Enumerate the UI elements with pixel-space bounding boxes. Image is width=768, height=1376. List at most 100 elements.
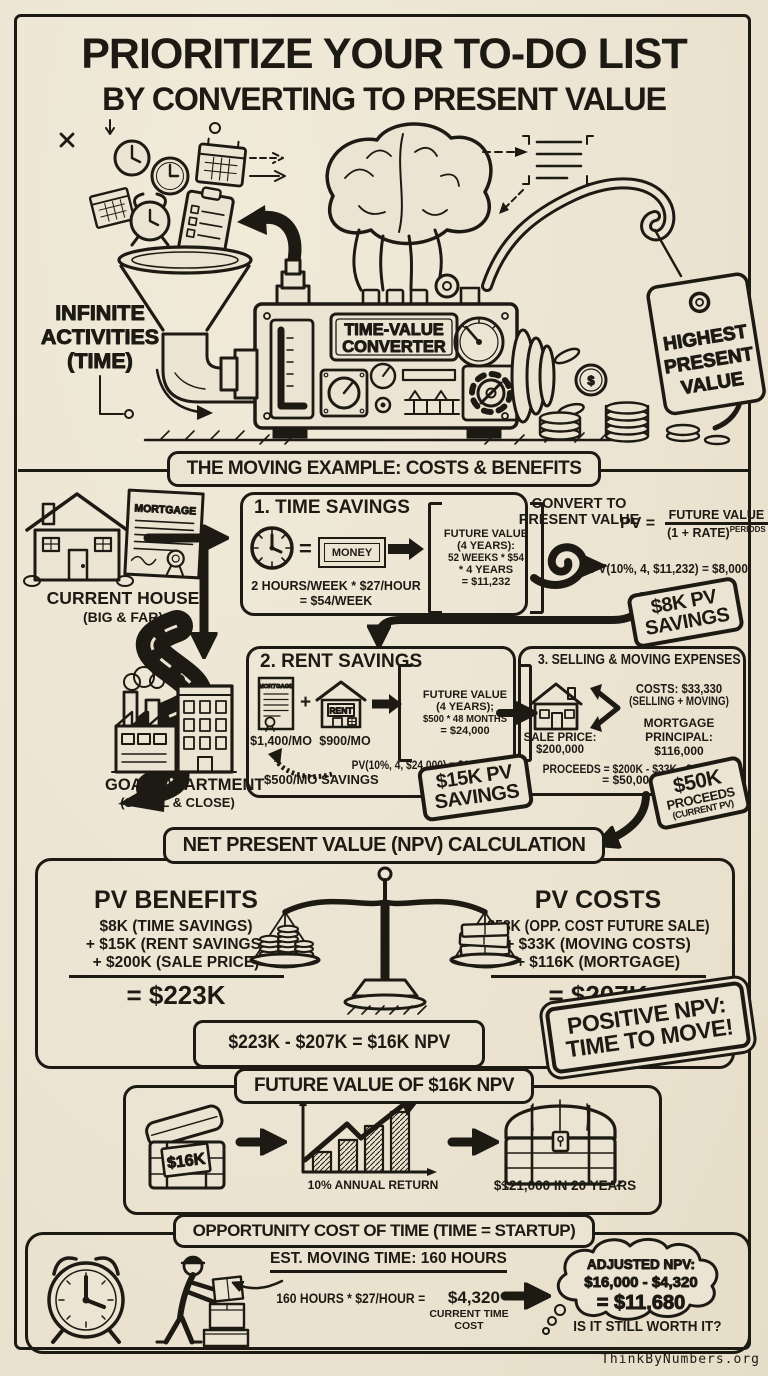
npv-equation-box: $223K - $207K = $16K NPV — [193, 1020, 485, 1068]
cloud-line1: ADJUSTED NPV: — [587, 1257, 695, 1272]
factory-icon — [114, 690, 178, 774]
down-arrow-icon — [105, 119, 115, 135]
current-house-label: CURRENT HOUSE — [46, 588, 200, 608]
time-future-value-bracket: FUTURE VALUE (4 YEARS): 52 WEEKS * $54 *… — [428, 502, 544, 614]
fv-line: = $11,232 — [461, 576, 511, 588]
convert-line1: CONVERT TO — [531, 496, 627, 512]
pv-benefits-title: PV BENEFITS — [94, 886, 258, 914]
pv-costs-title: PV COSTS — [534, 886, 662, 914]
arrow-icon — [249, 170, 286, 182]
note-line2: COST — [454, 1320, 484, 1332]
sale-price: SALE PRICE: $200,000 — [520, 732, 600, 756]
mortgage-doc-label: MORTGAGE — [134, 502, 196, 517]
dollar-coin-icon: $ — [587, 373, 595, 388]
fv-line: (4 YEARS): — [457, 540, 515, 552]
current-house-caption: CURRENT HOUSE (BIG & FAR) — [28, 588, 218, 625]
pv-lhs: PV = — [620, 515, 656, 533]
rent-amount: $900/MO — [319, 734, 371, 748]
pv-benefits: PV BENEFITS $8K (TIME SAVINGS) + $15K (R… — [46, 886, 306, 1011]
pv-benefits-total: = $223K — [126, 980, 226, 1010]
mortgage-line3: $116,000 — [654, 744, 704, 758]
pv-calc-text: PV(10%, 4, $11,232) = $8,000 — [590, 561, 748, 576]
goal-sublabel: (SMALL & CLOSE) — [120, 795, 235, 810]
moving-header-row: THE MOVING EXAMPLE: COSTS & BENEFITS — [0, 451, 768, 487]
smoke-icon — [123, 666, 185, 691]
house-icon — [23, 492, 134, 587]
small-chest-illustration: $16K — [145, 1104, 226, 1190]
road-arrowhead — [118, 776, 166, 812]
curved-back-arrow-icon — [268, 748, 333, 780]
cable-arrow — [237, 205, 302, 267]
benefit-line: $8K (TIME SAVINGS) — [99, 918, 253, 935]
doc-label: MORTGAGE — [259, 684, 293, 690]
knob-icon — [319, 368, 369, 418]
dot-icon — [209, 122, 221, 134]
alarm-clock-illustration — [47, 1256, 125, 1344]
opportunity-header-row: OPPORTUNITY COST OF TIME (TIME = STARTUP… — [0, 1214, 768, 1248]
mortgage-doc-icon: MORTGAGE — [257, 676, 295, 732]
current-house-illustration: MORTGAGE — [23, 488, 205, 587]
time-calc-line1: 2 HOURS/WEEK * $27/HOUR — [251, 579, 421, 593]
selling-title: 3. SELLING & MOVING EXPENSES — [537, 652, 741, 668]
dashed-notes — [482, 135, 594, 214]
funnel-label: INFINITE ACTIVITIES (TIME) — [40, 301, 213, 420]
npv-header-row: NET PRESENT VALUE (NPV) CALCULATION — [0, 827, 768, 864]
clock-icon — [113, 139, 151, 177]
goal-label: GOAL: APARTMENT — [105, 776, 265, 794]
rent-future-value-bracket: FUTURE VALUE (4 YEARS); $500 * 48 MONTHS… — [398, 664, 532, 762]
pv-denominator: (1 + RATE) — [667, 526, 730, 541]
hose — [481, 177, 683, 292]
annual-return-label: 10% ANNUAL RETURN — [307, 1178, 439, 1192]
benefit-line: + $15K (RENT SAVINGS) — [85, 936, 267, 953]
question-wrap: IS IT STILL WORTH IT? — [560, 1318, 735, 1336]
left-pan — [249, 911, 321, 969]
time-value-machine-illustration: INFINITE ACTIVITIES (TIME) — [40, 119, 766, 446]
benefit-line: + $200K (SALE PRICE) — [92, 954, 260, 971]
sale-house-icon — [529, 682, 583, 731]
future-result-label: $121,000 IN 20 YEARS — [493, 1178, 637, 1193]
machine-plate: TIME-VALUE CONVERTER — [329, 312, 459, 362]
balance-scale-illustration — [249, 866, 521, 1015]
cloud-line2: $16,000 - $4,320 — [584, 1274, 697, 1291]
money-plate: MONEY — [318, 537, 386, 568]
current-house-sublabel: (BIG & FAR) — [82, 609, 164, 625]
opportunity-header: OPPORTUNITY COST OF TIME (TIME = STARTUP… — [172, 1214, 596, 1248]
arrow-icon — [388, 538, 424, 560]
pv-formula: PV = FUTURE VALUE (1 + RATE)PERIODS — [620, 508, 768, 540]
rent-banner-label: RENT — [329, 706, 353, 716]
costs-line2: (SELLING + MOVING) — [629, 696, 729, 708]
plate-line2: CONVERTER — [342, 338, 446, 356]
brain-tubes — [352, 228, 443, 292]
right-pan — [449, 911, 521, 969]
plate-line1: TIME-VALUE — [344, 321, 444, 339]
price-tag: HIGHEST PRESENT VALUE — [646, 272, 766, 416]
split-arrows-icon — [590, 684, 621, 732]
mortgage-line2: PRINCIPAL: — [645, 730, 713, 744]
mortgage-doc-icon: MORTGAGE — [123, 488, 205, 580]
mover-illustration — [155, 1255, 250, 1348]
growth-chart-illustration — [299, 1096, 437, 1176]
selling-title-wrap: 3. SELLING & MOVING EXPENSES — [520, 651, 741, 669]
thought-cloud: ADJUSTED NPV: $16,000 - $4,320 = $11,680 — [556, 1238, 719, 1321]
rent-house-icon: RENT — [315, 680, 367, 729]
brain-icon — [325, 122, 493, 246]
slider-icon — [401, 368, 457, 382]
apartment-illustration — [111, 666, 237, 774]
fv-line: * 4 YEARS — [458, 564, 514, 576]
goal-caption: GOAL: APARTMENT (SMALL & CLOSE) — [105, 776, 265, 810]
sale-price-label: SALE PRICE: — [523, 732, 597, 744]
fv-line: 52 WEEKS * $54 — [448, 552, 524, 564]
arrow-icon — [372, 694, 402, 714]
current-time-cost-note: CURRENT TIME COST — [424, 1308, 514, 1332]
falling-items — [59, 119, 286, 261]
mini-gauge-icon — [369, 362, 397, 414]
sum-rule — [68, 975, 284, 978]
est-moving-time: EST. MOVING TIME: 160 HOURS — [270, 1250, 507, 1273]
cost-line: + $33K (MOVING COSTS) — [505, 936, 691, 953]
pv-numerator: FUTURE VALUE — [664, 508, 768, 525]
selling-costs: COSTS: $33,330 (SELLING + MOVING) — [618, 682, 740, 708]
convert-label: CONVERT TO PRESENT VALUE — [516, 496, 642, 528]
coin-stacks — [538, 401, 731, 446]
note-line1: CURRENT TIME — [429, 1308, 509, 1320]
clock-icon — [150, 156, 190, 196]
